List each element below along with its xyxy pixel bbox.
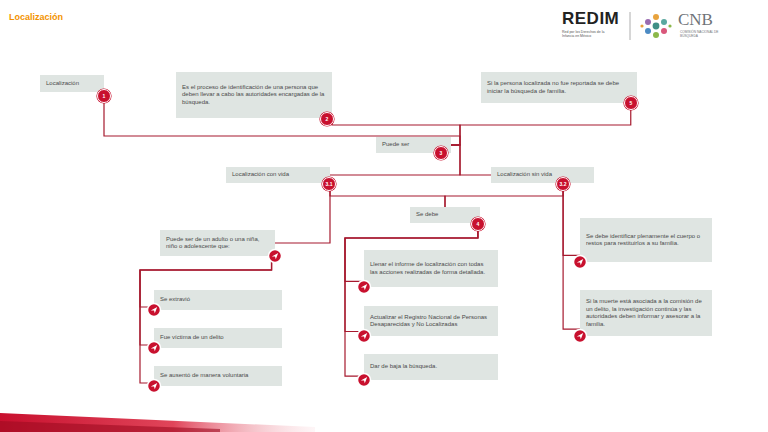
logo-dot: [653, 14, 659, 20]
connector-line: [140, 256, 272, 383]
logo-dot: [640, 24, 643, 27]
concept-box: Localización sin vida: [491, 167, 594, 183]
callout-number: 5: [624, 96, 638, 110]
callout-number: 2: [320, 112, 334, 126]
logo-dot: [645, 28, 651, 34]
concept-box: Es el proceso de identificación de una p…: [176, 72, 332, 118]
connector-line: [563, 183, 580, 329]
box-text: Se extravió: [160, 296, 276, 304]
box-text: Se ausentó de manera voluntaria: [160, 372, 276, 380]
logo-dot: [668, 24, 671, 27]
box-text: Llenar el informe de localización con to…: [370, 261, 492, 276]
box-text: Dar de baja la búsqueda.: [370, 363, 492, 371]
concept-box: Se ausentó de manera voluntaria: [154, 366, 282, 386]
box-text: Es el proceso de identificación de una p…: [182, 84, 326, 107]
box-text: Se debe identificar plenamente el cuerpo…: [586, 233, 706, 248]
connector-line: [275, 183, 330, 243]
concept-box: Se debe identificar plenamente el cuerpo…: [580, 218, 712, 262]
callout-number: 3: [434, 146, 448, 160]
concept-box: Actualizar el Registro Nacional de Perso…: [364, 306, 498, 336]
logo-dot: [645, 19, 651, 25]
box-text: Actualizar el Registro Nacional de Perso…: [370, 314, 492, 329]
box-text: Si la persona localizada no fue reportad…: [487, 80, 631, 95]
box-text: Puede ser de un adulto o una niña, niño …: [166, 236, 269, 251]
connector-line: [451, 145, 491, 175]
logo-wordmark: REDIM: [562, 10, 632, 28]
root-box: Localización: [40, 75, 104, 92]
footer-band-shade: [0, 421, 220, 432]
concept-box: Fue víctima de un delito: [154, 328, 282, 348]
box-text: Si la muerte está asociada a la comisión…: [586, 298, 706, 328]
logo-dot: [661, 19, 667, 25]
cnb-logo-symbol: [640, 14, 671, 38]
concept-box: Localización con vida: [226, 167, 330, 183]
concept-box: Se extravió: [154, 290, 282, 310]
box-text: Fue víctima de un delito: [160, 334, 276, 342]
logo-subtitle: Red por los Derechos de la Infancia en M…: [562, 30, 614, 38]
logo-dot: [653, 32, 659, 38]
page-title: Localización: [9, 12, 63, 22]
box-text: Localización: [46, 80, 98, 88]
connector-line: [445, 183, 563, 207]
box-text: Se debe: [416, 211, 474, 219]
callout-number: 4: [471, 217, 485, 231]
connector-line: [330, 183, 445, 207]
box-text: Localización sin vida: [497, 171, 588, 179]
concept-box: Si la muerte está asociada a la comisión…: [580, 290, 712, 336]
logo-dot: [661, 28, 667, 34]
footer-band: [0, 413, 315, 432]
connector-line: [451, 103, 631, 145]
concept-box: Puede ser de un adulto o una niña, niño …: [160, 230, 275, 256]
connector-line: [563, 183, 580, 255]
callout-number: 1: [97, 89, 111, 103]
concept-box: Llenar el informe de localización con to…: [364, 250, 498, 287]
concept-box: Se debe: [410, 207, 480, 223]
concept-box: Si la persona localizada no fue reportad…: [481, 72, 637, 103]
logo-subtitle: COMISIÓN NACIONAL DE BÚSQUEDA: [680, 30, 726, 38]
callout-number: 3.2: [556, 177, 570, 191]
box-text: Localización con vida: [232, 171, 324, 179]
callout-number: 3.1: [322, 177, 336, 191]
concept-box: Dar de baja la búsqueda.: [364, 354, 498, 380]
logo-dot: [653, 23, 660, 30]
logo-wordmark: CNB: [678, 11, 738, 29]
logo-separator: [630, 12, 631, 40]
